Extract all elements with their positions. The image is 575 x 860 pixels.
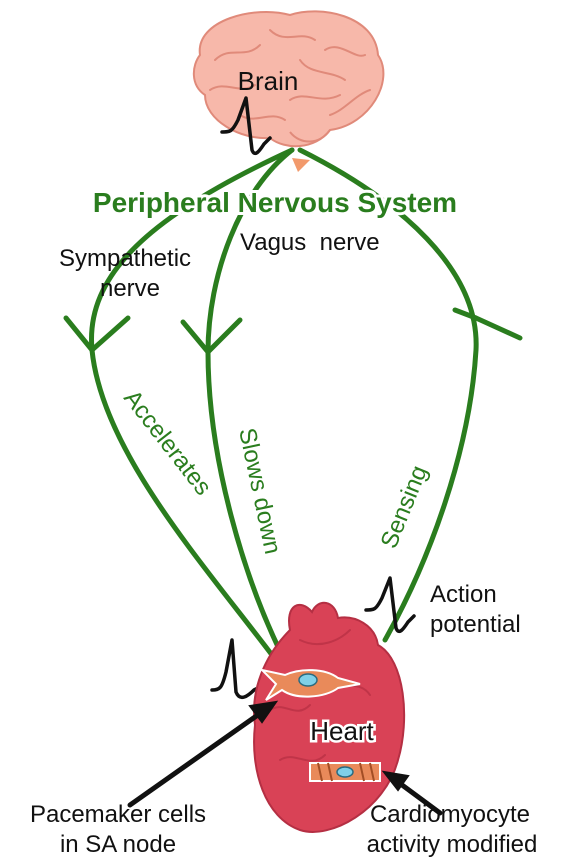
slows-down-label: Slows down — [233, 426, 286, 557]
action-potential-label-line2: potential — [430, 611, 521, 638]
sensing-action-potential-icon — [366, 578, 414, 631]
sympathetic-label-line2: nerve — [100, 275, 160, 302]
page-title: Peripheral Nervous System — [93, 187, 457, 218]
accelerates-label: Accelerates — [118, 385, 216, 500]
sympathetic-nerve-branch — [66, 318, 128, 350]
action-potential-label-line1: Action — [430, 581, 497, 608]
sympathetic-label-line1: Sympathetic — [59, 245, 191, 272]
sensing-label: Sensing — [376, 462, 434, 553]
cardiomyocyte-label-line2: activity modified — [367, 831, 538, 858]
pacemaker-label-line2: in SA node — [60, 831, 176, 858]
cardiomyocyte-label-line1: Cardiomyocyte — [370, 801, 530, 828]
cardiomyocyte-icon — [310, 763, 380, 781]
heart-label: Heart — [310, 716, 374, 746]
vagus-nerve — [208, 150, 292, 655]
pacemaker-pointer-arrow — [130, 712, 262, 805]
brain-label: Brain — [238, 66, 299, 96]
sensory-nerve-branch — [455, 310, 520, 338]
pacemaker-action-potential-icon — [212, 640, 262, 697]
sensory-nerve — [300, 150, 476, 640]
pacemaker-label-line1: Pacemaker cells — [30, 801, 206, 828]
vagus-label: Vagus nerve — [240, 229, 380, 256]
